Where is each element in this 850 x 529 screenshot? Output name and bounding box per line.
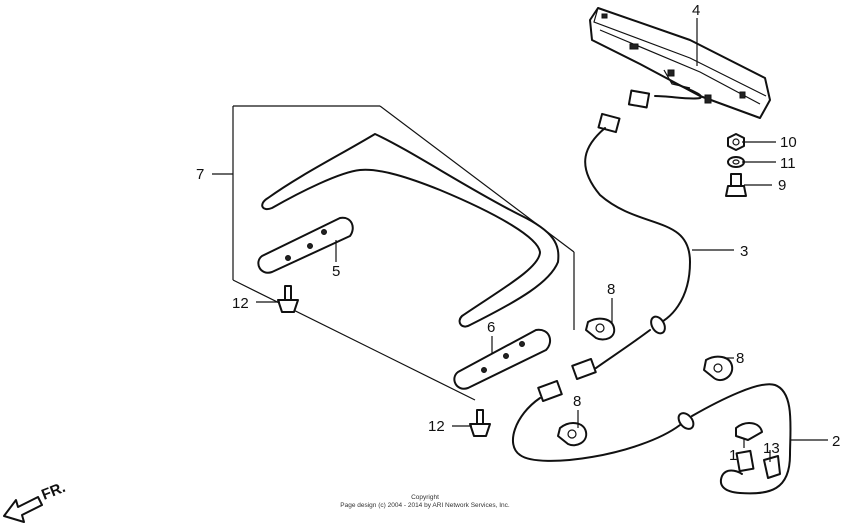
copyright-line-2: Page design (c) 2004 - 2014 by ARI Netwo… <box>340 502 510 509</box>
part-4-light-housing[interactable] <box>589 7 771 119</box>
callout-8-b: 8 <box>736 350 744 367</box>
callout-4: 4 <box>692 2 700 19</box>
part-7-spoiler[interactable] <box>261 133 560 328</box>
callout-5: 5 <box>332 263 340 280</box>
callout-9: 9 <box>778 177 786 194</box>
callout-12-upper: 12 <box>232 295 249 312</box>
part-1-clip[interactable] <box>735 422 763 441</box>
part-6-bracket[interactable] <box>453 328 552 390</box>
front-arrow-icon <box>3 496 43 523</box>
callout-13: 13 <box>763 440 780 457</box>
light-pigtail-connector <box>627 81 702 109</box>
callout-11: 11 <box>780 155 796 172</box>
callout-8-a: 8 <box>607 281 615 298</box>
callout-3: 3 <box>740 243 748 260</box>
front-label: FR. <box>39 479 68 504</box>
part-8-clip-a[interactable] <box>585 317 616 341</box>
part-2-lower-harness[interactable] <box>511 380 792 495</box>
leader-lines <box>212 18 828 462</box>
part-5-bracket[interactable] <box>257 216 354 274</box>
part-9-bolt[interactable] <box>725 173 747 197</box>
part-12-bolt-lower[interactable] <box>469 409 491 437</box>
callout-labels: 4 10 11 9 7 3 5 12 8 6 8 8 12 2 13 1 <box>196 2 840 464</box>
callout-8-c: 8 <box>573 393 581 410</box>
callout-1: 1 <box>729 447 737 464</box>
part-11-washer[interactable] <box>727 156 745 168</box>
part-10-nut[interactable] <box>727 133 745 151</box>
callout-7: 7 <box>196 166 204 183</box>
callout-10: 10 <box>780 134 797 151</box>
part-8-clip-b[interactable] <box>703 355 734 382</box>
part-8-clip-c[interactable] <box>557 422 588 447</box>
front-direction-indicator: FR. <box>3 479 68 523</box>
part-12-bolt-upper[interactable] <box>277 285 299 313</box>
copyright-notice: Copyright Page design (c) 2004 - 2014 by… <box>340 494 510 509</box>
callout-2: 2 <box>832 433 840 450</box>
callout-6: 6 <box>487 319 495 336</box>
copyright-line-1: Copyright <box>411 494 439 501</box>
callout-12-lower: 12 <box>428 418 445 435</box>
part-3-wire-harness[interactable] <box>571 112 691 380</box>
